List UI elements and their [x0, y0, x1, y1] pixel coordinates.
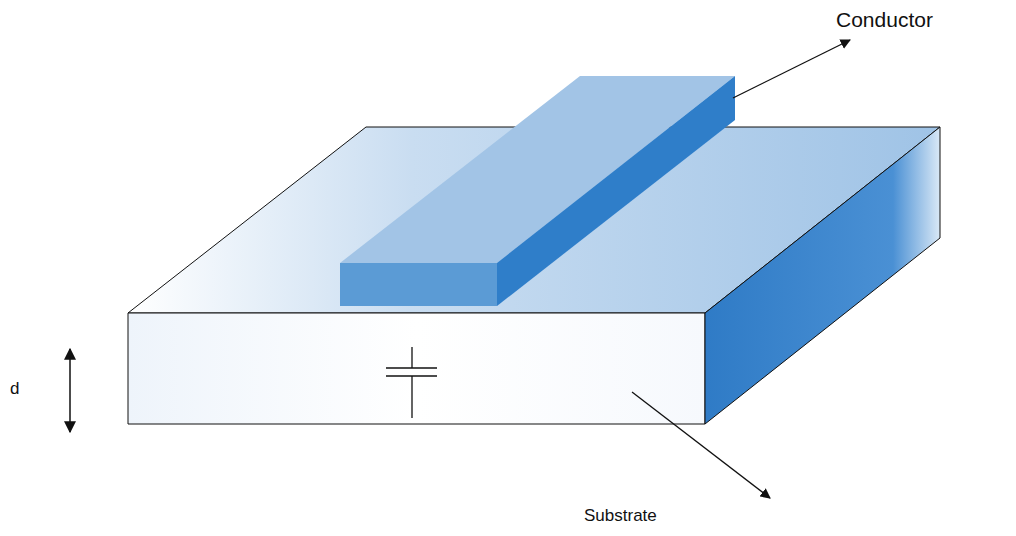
- label-holder: d: [10, 379, 19, 399]
- part-label: Substrate: [584, 506, 657, 526]
- leader-line: [733, 40, 850, 98]
- conductor-front: [340, 263, 497, 306]
- part-label: Conductor: [836, 8, 933, 32]
- dimension-arrow: [69, 349, 71, 432]
- capacitor-symbol: [386, 347, 437, 418]
- dimension-label: d: [10, 379, 19, 399]
- conductor-side: [497, 76, 735, 306]
- substrate-side: [705, 127, 940, 424]
- label-holder: Conductor: [836, 8, 933, 32]
- label-holder: Substrate: [584, 506, 657, 526]
- substrate-front: [128, 313, 705, 424]
- leader-line: [632, 392, 770, 498]
